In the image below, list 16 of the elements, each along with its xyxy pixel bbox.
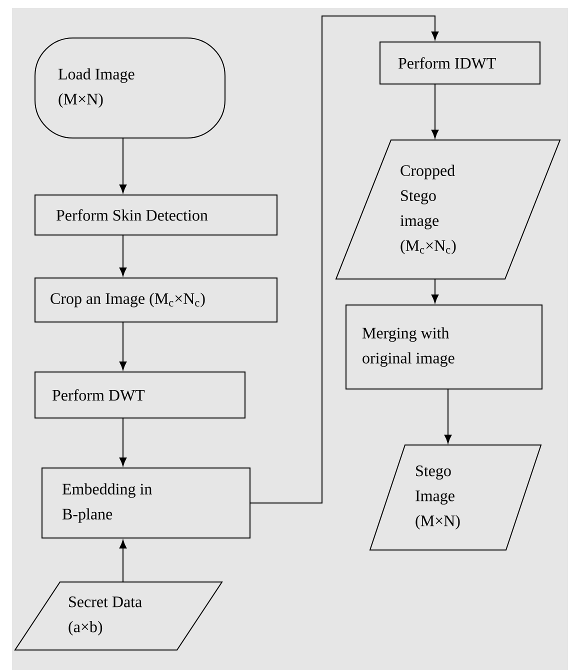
process-box: Perform Skin Detection xyxy=(34,194,278,236)
arrow xyxy=(119,235,127,276)
arrow xyxy=(431,84,439,138)
process-box: Merging with original image xyxy=(346,304,542,390)
arrow xyxy=(119,540,127,582)
terminator-box: Load Image (M×N) xyxy=(34,38,226,138)
process-box: Perform DWT xyxy=(34,372,246,418)
arrow xyxy=(119,418,127,466)
process-box: Crop an Image (M$_{c}$×N$_{c}$) xyxy=(34,278,278,322)
arrow xyxy=(119,322,127,370)
arrow xyxy=(444,389,452,444)
arrow xyxy=(250,16,439,504)
arrow xyxy=(119,138,127,194)
process-box: Embedding in B-plane xyxy=(42,468,250,538)
process-box: Perform IDWT xyxy=(380,42,540,84)
arrow xyxy=(431,278,439,304)
